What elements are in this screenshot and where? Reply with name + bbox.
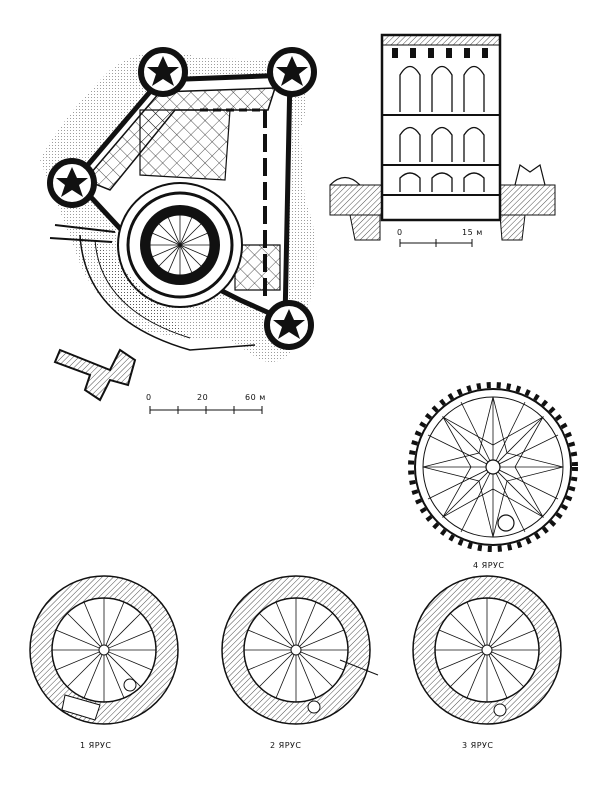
corner-tower-nw — [138, 47, 188, 97]
tier-3-plan — [412, 575, 562, 725]
scale-main-tick-2: 60 м — [245, 393, 266, 402]
tier-4-label: 4 ЯРУС — [473, 561, 505, 570]
tier-2-label: 2 ЯРУС — [270, 741, 302, 750]
donjon-keep — [117, 182, 243, 308]
chapel-plan — [53, 348, 137, 402]
tier-1-label: 1 ЯРУС — [80, 741, 112, 750]
scale-section-tick-1: 15 м — [462, 228, 483, 237]
tier-3-label: 3 ЯРУС — [462, 741, 494, 750]
corner-tower-w — [47, 158, 97, 208]
tier-1-plan — [29, 575, 179, 725]
tier-4-plan — [408, 382, 578, 552]
scale-bar-section — [399, 239, 473, 247]
corner-tower-se — [264, 300, 314, 350]
castle-plan — [40, 47, 317, 402]
scale-main-tick-0: 0 — [146, 393, 152, 402]
tier-2-plan — [221, 575, 379, 725]
scale-section-tick-0: 0 — [397, 228, 403, 237]
corner-tower-ne — [267, 47, 317, 97]
tower-section — [329, 33, 556, 241]
scale-bar-main — [149, 406, 263, 414]
scale-main-tick-1: 20 — [197, 393, 209, 402]
